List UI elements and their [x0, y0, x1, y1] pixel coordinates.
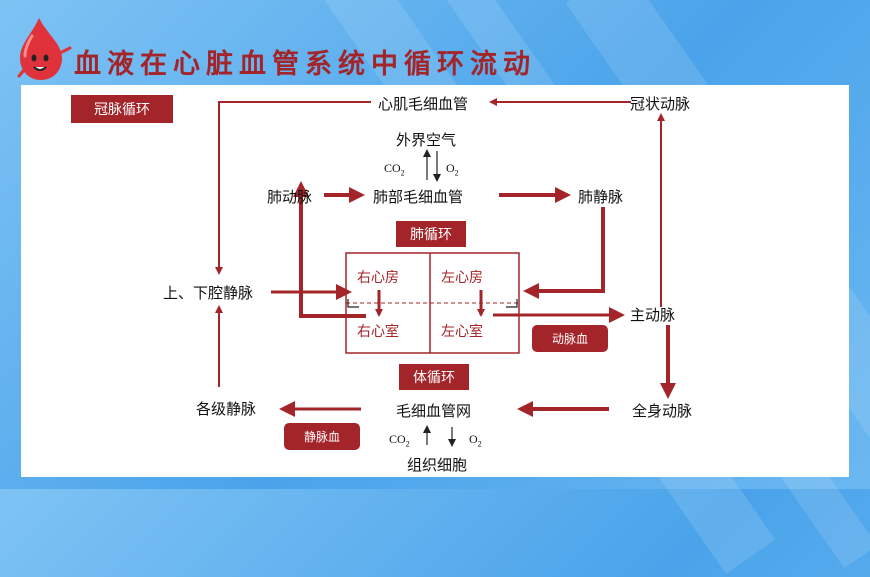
capillary-network-label: 毛细血管网	[396, 402, 472, 420]
left-atrium-label: 左心房	[441, 270, 483, 286]
pulmonary-circulation-tag: 肺循环	[396, 221, 466, 247]
co2-label-bottom: CO2	[389, 432, 410, 449]
aorta-label: 主动脉	[630, 306, 676, 324]
vena-cava-label: 上、下腔静脉	[163, 284, 254, 302]
arrow-myocardial-to-vena-cava	[215, 101, 371, 275]
veins-label: 各级静脉	[196, 400, 257, 418]
co2-label-top: CO2	[384, 161, 405, 178]
valve-mark-left	[506, 299, 518, 308]
venous-blood-tag: 静脉血	[284, 423, 360, 450]
left-ventricle-label: 左心室	[441, 324, 483, 340]
flow-arrows	[215, 98, 676, 417]
gas-exchange-arrows	[423, 149, 456, 447]
body-arteries-label: 全身动脉	[632, 402, 693, 420]
lung-capillary-label: 肺部毛细血管	[373, 188, 464, 206]
systemic-circulation-tag: 体循环	[399, 364, 469, 390]
tissue-cells-label: 组织细胞	[407, 456, 468, 474]
coronary-artery-label: 冠状动脉	[630, 95, 691, 113]
pulmonary-vein-label: 肺静脉	[578, 188, 624, 206]
page-title: 血液在心脏血管系统中循环流动	[74, 49, 536, 80]
myocardial-capillary-label: 心肌毛细血管	[378, 95, 469, 113]
outside-air-label: 外界空气	[396, 131, 457, 149]
valve-mark-right	[347, 299, 359, 308]
o2-label-top: O2	[446, 161, 459, 178]
coronary-circulation-tag: 冠脉循环	[71, 95, 173, 123]
arterial-blood-tag: 动脉血	[532, 325, 608, 352]
blood-drop-mascot-icon	[17, 18, 72, 80]
circulation-diagram	[215, 98, 676, 447]
pulmonary-artery-label: 肺动脉	[267, 188, 313, 206]
diagram-panel: 冠脉循环 肺循环 体循环 动脉血 静脉血 心肌毛细血管 冠状动脉 外界空气 CO…	[21, 85, 849, 477]
right-atrium-label: 右心房	[357, 270, 399, 286]
arrow-pulmonary-vein-to-left-atrium	[523, 207, 605, 299]
right-ventricle-label: 右心室	[357, 324, 399, 340]
header: 血液在心脏血管系统中循环流动	[0, 0, 870, 85]
o2-label-bottom: O2	[469, 432, 482, 449]
arrow-right-ventricle-to-pulmonary-artery	[293, 181, 366, 318]
